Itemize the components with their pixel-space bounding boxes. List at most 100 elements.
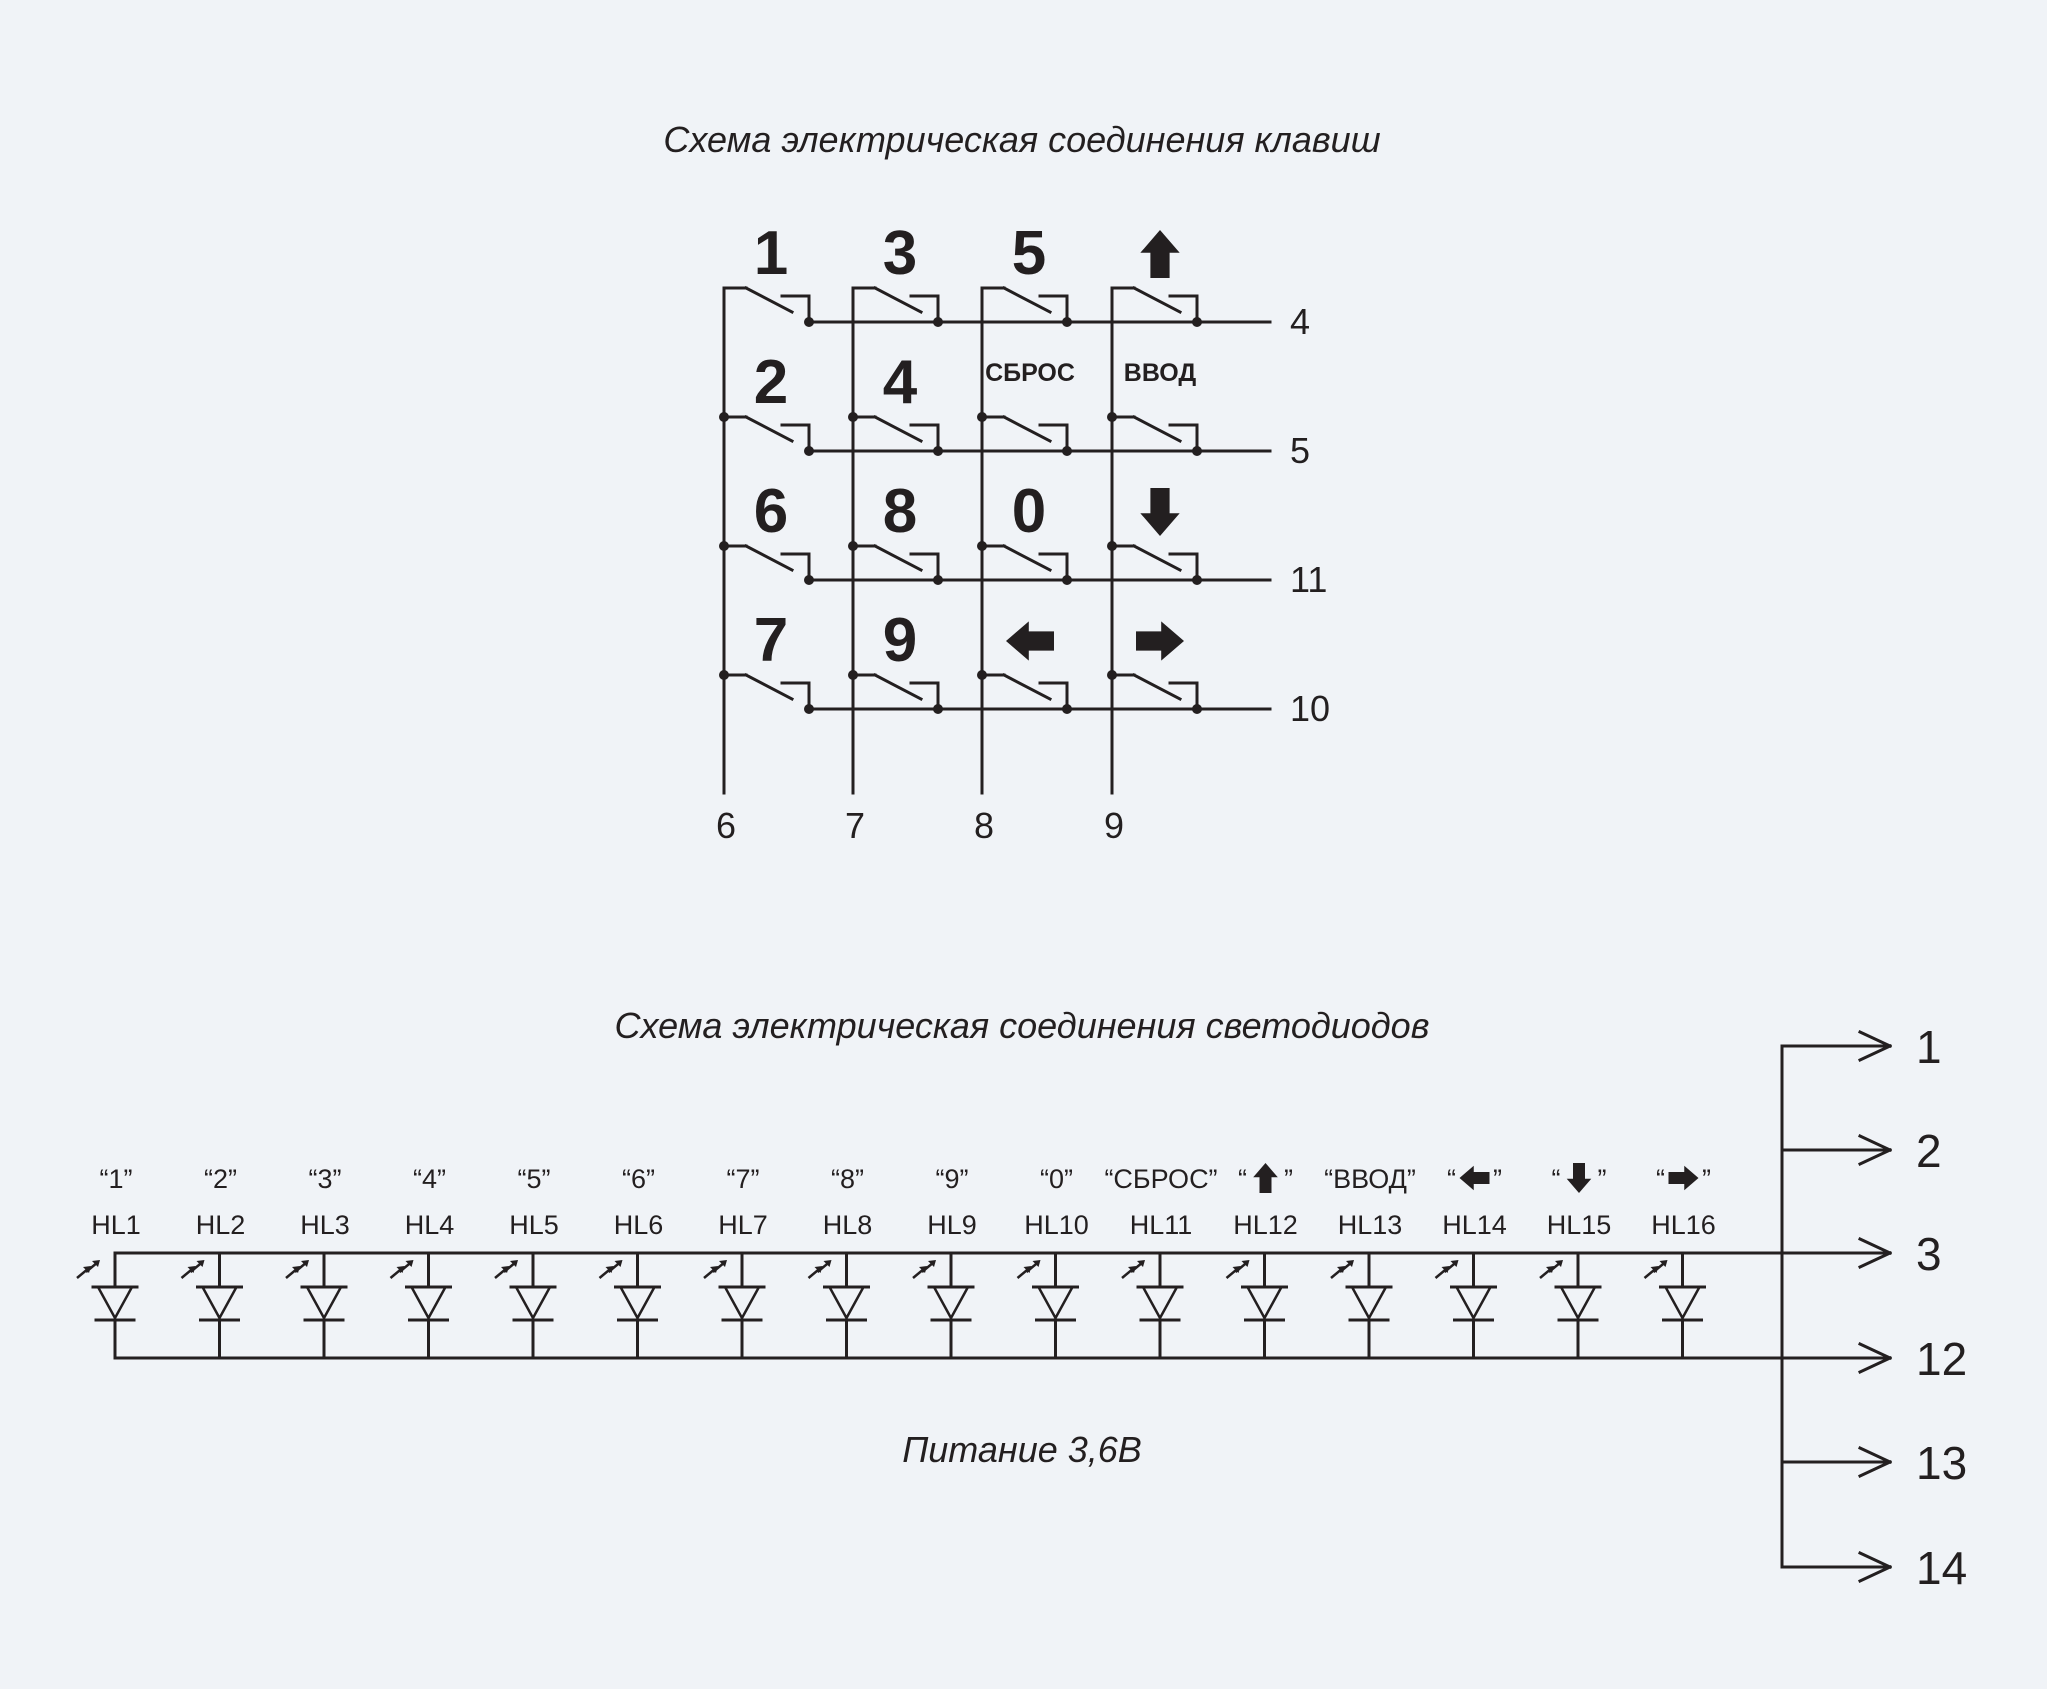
quote-close: ” [1493,1164,1502,1194]
switch-blade [743,285,795,315]
diode-triangle [304,1285,344,1321]
output-bottom-0: 12 [1858,1333,1967,1385]
quote-close: ” [1702,1164,1711,1194]
junction-dot [977,541,987,551]
output-arrowhead [1858,1565,1892,1583]
key-switch: ВВОД [1107,359,1202,456]
led-hl4: HL4“4” [389,1164,454,1360]
junction-dot [1062,446,1072,456]
junction-dot [719,541,729,551]
emission-arrowhead [1137,1260,1145,1267]
switch-blade [1131,672,1183,702]
quote-open: “ [1447,1164,1456,1194]
junction-dot [977,670,987,680]
light-emission-icon [76,1260,100,1279]
led-hl9: HL9“9” [912,1164,977,1360]
row-pin-label: 10 [1290,688,1330,729]
led-key-icon-label: “” [1238,1163,1293,1194]
emission-arrowhead [405,1260,414,1267]
led-ref-label: HL3 [300,1210,350,1240]
switch-blade [872,285,924,315]
diode-triangle [931,1285,971,1321]
key-label-9: 9 [883,606,917,675]
output-arrowhead [1858,1030,1892,1048]
key-switch: 7 [719,606,814,714]
light-emission-icon [1434,1260,1459,1279]
emission-arrowhead [614,1260,623,1267]
led-hl16: HL16“” [1643,1164,1716,1360]
led-hl5: HL5“5” [494,1164,559,1360]
output-bottom-1: 13 [1780,1437,1967,1489]
emission-arrowhead [510,1260,518,1267]
output-arrowhead [1858,1134,1892,1152]
quote-open: “ [1238,1164,1247,1194]
led-hl2: HL2 “2” [180,1164,246,1360]
switch-blade [1001,414,1053,444]
led-ref-label: HL14 [1442,1210,1507,1240]
led-key-label: “4” [413,1164,446,1194]
switch-blade [1131,543,1183,573]
output-pin-label: 13 [1916,1437,1967,1489]
key-label-3: 3 [883,219,917,288]
junction-dot [1107,541,1117,551]
junction-dot [804,575,814,585]
diode-triangle [1558,1285,1598,1321]
diode-triangle [1663,1285,1702,1321]
led-title: Схема электрическая соединения светодиод… [614,1005,1429,1046]
led-key-icon-label: “” [1656,1164,1711,1194]
arrow-down-icon-shape [1140,488,1180,536]
light-emission-icon [1539,1260,1563,1279]
junction-dot [1192,575,1202,585]
output-arrowhead [1858,1460,1892,1478]
quote-close: ” [1598,1164,1607,1194]
junction-dot [977,412,987,422]
row-pin-label: 11 [1290,559,1327,600]
column-pin-label: 6 [716,805,736,846]
emission-arrowhead [501,1266,509,1273]
output-top-0: 1 [1780,1021,1942,1073]
emission-arrowhead [1441,1266,1450,1273]
key-switch: СБРОС [977,359,1075,456]
arrow-right-icon [1136,621,1184,661]
output-arrowhead [1858,1446,1892,1464]
led-hl11: HL11“СБРОС” [1104,1164,1218,1360]
output-top-2: 3 [1858,1228,1942,1280]
led-ref-label: HL7 [718,1210,768,1240]
output-arrowhead [1858,1044,1892,1062]
junction-dot [804,704,814,714]
led-key-label: “6” [622,1164,655,1194]
key-switch: 0 [977,477,1072,585]
light-emission-icon [1121,1260,1145,1279]
key-label-1: 1 [754,219,788,288]
emission-arrowhead [1032,1260,1041,1267]
led-key-label: “0” [1040,1164,1073,1194]
junction-dot [1192,317,1202,327]
junction-dot [1192,704,1202,714]
led-ref-label: HL1 [91,1210,141,1240]
arrow-down-icon-shape [1566,1163,1592,1193]
key-label-ВВОД: ВВОД [1124,359,1197,387]
led-hl6: HL6“6” [598,1164,663,1360]
emission-arrowhead [1555,1260,1563,1267]
junction-dot [1062,575,1072,585]
led-ref-label: HL2 [196,1210,246,1240]
diode-triangle [827,1285,866,1321]
emission-arrowhead [1023,1266,1032,1273]
led-key-label: “2” [204,1164,237,1194]
arrow-right-icon-shape [1136,621,1184,661]
led-key-label: “9” [936,1164,969,1194]
emission-arrowhead [1337,1266,1345,1273]
output-arrowhead [1858,1342,1892,1360]
led-hl13: HL13“ВВОД” [1324,1164,1416,1360]
led-ref-label: HL15 [1547,1210,1612,1240]
light-emission-icon [1016,1260,1041,1279]
emission-arrowhead [92,1260,100,1267]
diode-triangle [409,1285,448,1321]
key-label-2: 2 [754,348,788,417]
arrow-up-icon [1253,1163,1278,1193]
light-emission-icon [1225,1260,1250,1279]
arrow-up-icon [1140,230,1180,278]
led-key-label: “1” [100,1164,133,1194]
